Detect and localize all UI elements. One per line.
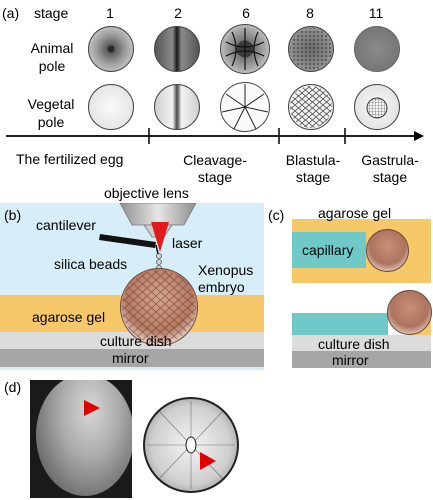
capillary-bottom xyxy=(292,313,388,335)
animal-egg-stage8 xyxy=(288,26,334,72)
mirror-layer-c xyxy=(292,351,431,368)
timeline-arrow-icon xyxy=(6,128,424,144)
vegetal-pole-label: Vegetal pole xyxy=(27,96,75,130)
xenopus-embryo-c2 xyxy=(387,290,432,335)
embryo-drawing xyxy=(143,397,239,493)
embryo-drawing-texture-icon xyxy=(147,401,235,489)
animal-egg-stage1 xyxy=(88,26,134,72)
stage-number: 6 xyxy=(242,5,250,21)
stage-number: 2 xyxy=(174,5,182,21)
laser-beam-icon xyxy=(151,222,169,252)
agarose-gel-label-b: agarose gel xyxy=(32,309,106,325)
xenopus-embryo-label: Xenopus embryo xyxy=(198,262,254,295)
capillary-top xyxy=(292,232,366,268)
agarose-gel-label-c: agarose gel xyxy=(318,205,392,221)
panel-c-label: (c) xyxy=(268,207,285,223)
animal-egg-stage6 xyxy=(220,24,270,74)
vegetal-egg-stage1 xyxy=(88,84,134,130)
timeline-label-cleavage: Cleavage- stage xyxy=(183,152,247,185)
marker-arrow-icon xyxy=(84,400,100,416)
stage-number: 11 xyxy=(368,5,384,21)
mirror-label-b: mirror xyxy=(112,350,149,366)
panel-b-label: (b) xyxy=(4,207,22,223)
cleavage-lines-icon xyxy=(225,28,265,70)
vegetal-egg-stage11 xyxy=(354,84,400,130)
dish-layer-b xyxy=(0,332,264,349)
stage-header: stage xyxy=(34,5,69,21)
laser-label: laser xyxy=(172,235,203,251)
cantilever-icon xyxy=(99,234,159,255)
capillary-label: capillary xyxy=(302,242,354,258)
stage-number: 1 xyxy=(106,5,114,21)
xenopus-embryo-b xyxy=(120,268,198,346)
embryo-cells-icon xyxy=(122,270,196,344)
cantilever-label: cantilever xyxy=(36,217,96,233)
animal-pole-label: Animal pole xyxy=(30,40,74,74)
animal-egg-stage2 xyxy=(154,26,200,72)
mirror-layer-b xyxy=(0,349,264,367)
mirror-label-c: mirror xyxy=(332,352,369,368)
panel-d-label: (d) xyxy=(4,379,22,395)
yolk-plug-icon xyxy=(366,97,388,119)
animal-egg-stage11 xyxy=(354,26,400,72)
vegetal-cleavage-icon xyxy=(221,84,269,130)
objective-lens-label: objective lens xyxy=(104,185,189,201)
blastula-cells-icon xyxy=(290,86,332,128)
embryo-micrograph xyxy=(30,380,132,498)
silica-beads-label: silica beads xyxy=(54,256,128,272)
micrograph-embryo-shape xyxy=(36,380,132,496)
marker-arrow-icon xyxy=(200,452,216,470)
culture-dish-label-b: culture dish xyxy=(100,333,172,349)
stage-number: 8 xyxy=(306,5,314,21)
vegetal-egg-stage6 xyxy=(220,82,270,132)
xenopus-embryo-c1 xyxy=(366,229,409,272)
timeline-label-gastrula: Gastrula- stage xyxy=(361,152,419,185)
vegetal-egg-stage8 xyxy=(288,84,334,130)
timeline-label-blastula: Blastula- stage xyxy=(285,152,341,185)
blastula-texture-icon xyxy=(290,28,332,70)
culture-dish-label-c: culture dish xyxy=(318,336,390,352)
vegetal-egg-stage2 xyxy=(154,84,200,130)
dish-layer-c xyxy=(292,335,431,351)
panel-a-label: (a) xyxy=(2,5,20,21)
timeline-label-fertilized: The fertilized egg xyxy=(16,151,124,167)
